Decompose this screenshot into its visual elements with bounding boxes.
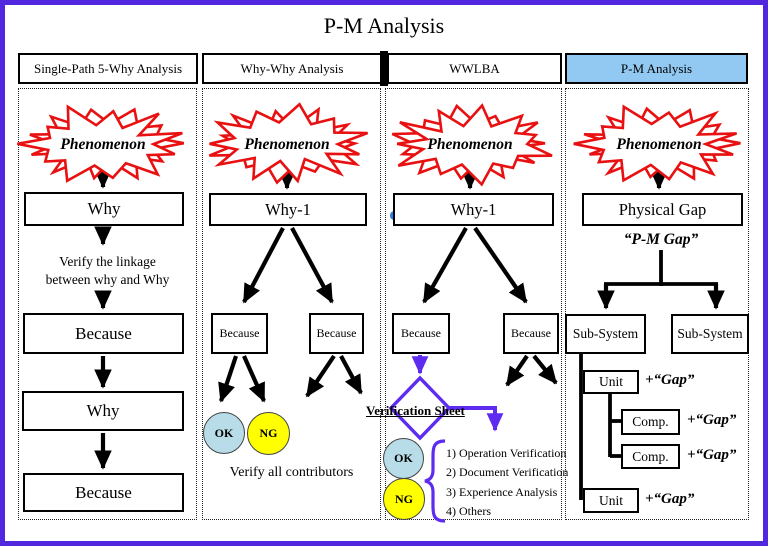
physical-gap-box: Physical Gap	[582, 193, 743, 226]
unit-box: Unit	[583, 488, 639, 513]
col4-connectors	[579, 166, 725, 500]
arrow	[339, 355, 363, 395]
verification-sheet-label: Verification Sheet	[366, 403, 465, 418]
ng-circle: NG	[383, 478, 425, 520]
column-4-panel	[565, 88, 749, 520]
starburst-outline	[17, 104, 183, 183]
subsystem-box: Sub-System	[671, 314, 749, 354]
verification-checklist: 1) Operation Verification 2) Document Ve…	[446, 444, 569, 522]
gap-suffix-label: +“Gap”	[645, 372, 695, 388]
gap-suffix-label: +“Gap”	[687, 412, 737, 428]
ok-circle: OK	[383, 438, 424, 479]
checklist-item: 2) Document Verification	[446, 465, 569, 480]
arrow	[505, 354, 529, 387]
verify-contributors-note: Verify all contributors	[229, 465, 354, 480]
column-3-panel	[385, 88, 562, 520]
subsystem-box: Sub-System	[565, 314, 646, 354]
purple-elbow-arrow	[449, 406, 504, 432]
arrow	[532, 354, 558, 385]
col2-arrows	[218, 164, 363, 403]
phenomenon-label: Phenomenon	[244, 136, 329, 153]
phenomenon-starburst: Phenomenon	[15, 98, 191, 190]
why1-box: Why-1	[393, 193, 554, 226]
column-2-panel	[202, 88, 381, 520]
why-box: Why	[24, 192, 184, 226]
column-header-single-path: Single-Path 5-Why Analysis	[18, 53, 198, 84]
because-box: Because	[23, 473, 184, 512]
gap-suffix-label: +“Gap”	[645, 491, 695, 507]
ok-circle: OK	[203, 412, 245, 454]
phenomenon-label: Phenomenon	[427, 136, 512, 153]
column-header-pm-analysis: P-M Analysis	[565, 53, 748, 84]
arrow	[473, 226, 528, 304]
comp-box: Comp.	[621, 409, 680, 435]
starburst-outline	[573, 104, 738, 183]
column-1-panel	[18, 88, 197, 520]
gap-suffix-label: +“Gap”	[687, 447, 737, 463]
phenomenon-starburst: Phenomenon	[571, 98, 747, 190]
because-box: Because	[23, 313, 184, 354]
because-box: Because	[503, 313, 559, 354]
checklist-item: 4) Others	[446, 504, 491, 519]
header-divider-bar	[380, 51, 388, 86]
arrow	[218, 355, 238, 403]
because-box: Because	[392, 313, 450, 354]
arrow	[290, 227, 334, 304]
arrow	[242, 355, 266, 403]
linkage-note: Verify the linkage between why and Why	[18, 253, 197, 289]
diagram-title: P-M Analysis	[323, 13, 445, 38]
phenomenon-label: Phenomenon	[616, 136, 701, 153]
because-box: Because	[309, 313, 364, 354]
phenomenon-starburst: Phenomenon	[199, 98, 375, 190]
arrow	[242, 227, 285, 304]
phenomenon-label: Phenomenon	[60, 136, 145, 153]
curly-brace	[424, 439, 446, 523]
starburst-outline	[209, 102, 369, 184]
starburst-outline	[396, 103, 553, 187]
arrow	[422, 226, 468, 304]
arrow	[305, 354, 336, 398]
comp-box: Comp.	[621, 444, 680, 469]
checklist-item: 3) Experience Analysis	[446, 484, 558, 499]
linkage-note-line2: between why and Why	[45, 272, 170, 287]
unit-box: Unit	[583, 370, 639, 394]
why1-box: Why-1	[209, 193, 367, 226]
column-header-wwlba: WWLBA	[387, 53, 562, 84]
verification-diamond	[388, 375, 452, 441]
linkage-note-line1: Verify the linkage	[59, 254, 156, 269]
phenomenon-starburst: Phenomenon	[382, 98, 558, 190]
ng-circle: NG	[247, 412, 290, 455]
because-box: Because	[211, 313, 268, 354]
checklist-item: 1) Operation Verification	[446, 446, 567, 460]
why-box: Why	[22, 391, 184, 431]
column-header-why-why: Why-Why Analysis	[202, 53, 382, 84]
pm-gap-label: “P-M Gap”	[623, 231, 699, 248]
